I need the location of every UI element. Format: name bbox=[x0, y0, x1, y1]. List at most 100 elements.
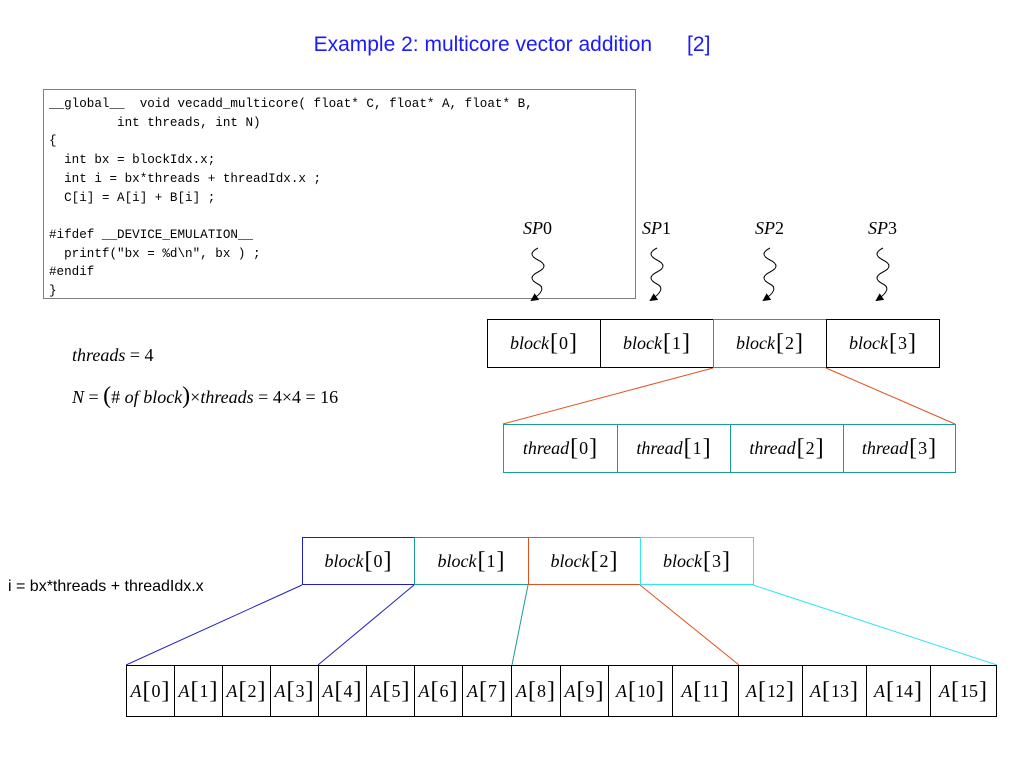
code-line-10: #endif bbox=[49, 265, 95, 280]
thread-box-1: thread[1] bbox=[617, 424, 731, 473]
array-name: A bbox=[874, 680, 885, 701]
equation-var: N bbox=[72, 387, 85, 407]
index-formula: i = bx*threads + threadIdx.x bbox=[8, 578, 204, 595]
sp-name: SP bbox=[642, 218, 662, 238]
array-name: A bbox=[226, 680, 238, 701]
array-cell-4: A[4] bbox=[318, 665, 367, 717]
array-cell-11: A[11] bbox=[672, 665, 739, 717]
thread-name: thread bbox=[861, 438, 909, 458]
block0-to-array-right bbox=[317, 584, 415, 666]
thread-index: 3 bbox=[918, 438, 928, 458]
array-name: A bbox=[370, 680, 382, 701]
block2-to-thread-left bbox=[502, 367, 714, 425]
thread-name: thread bbox=[522, 438, 570, 458]
array-index: 0 bbox=[151, 680, 161, 701]
code-line-8: #ifdef __DEVICE_EMULATION__ bbox=[49, 227, 254, 242]
code-line-9: printf("bx = %d\n", bx ) ; bbox=[49, 246, 261, 261]
code-listing: __global__ void vecadd_multicore( float*… bbox=[43, 89, 636, 299]
block-name: block bbox=[663, 550, 702, 571]
array-index: 2 bbox=[247, 680, 257, 701]
array-cell-13: A[13] bbox=[802, 665, 867, 717]
sp0-arrow-icon bbox=[530, 247, 545, 302]
array-index: 11 bbox=[702, 680, 720, 701]
equation-of: of bbox=[124, 387, 144, 407]
block1-to-array-right bbox=[511, 584, 529, 666]
array-cell-8: A[8] bbox=[511, 665, 561, 717]
block-index: 0 bbox=[373, 550, 383, 571]
code-text: __global__ void vecadd_multicore( float*… bbox=[44, 90, 635, 301]
sp-label-1: SP1 bbox=[642, 218, 671, 239]
array-cell-10: A[10] bbox=[608, 665, 673, 717]
array-cell-2: A[2] bbox=[222, 665, 271, 717]
n-equation: N = (# of block)×threads = 4×4 = 16 bbox=[72, 383, 338, 410]
array-index: 4 bbox=[343, 680, 353, 701]
block-index: 1 bbox=[671, 333, 681, 353]
code-line-5: int i = bx*threads + threadIdx.x ; bbox=[49, 171, 322, 186]
sp-index: 1 bbox=[662, 218, 671, 238]
equation-var: threads bbox=[200, 387, 254, 407]
equation-op: = bbox=[84, 387, 104, 407]
code-line-6: C[i] = A[i] + B[i] ; bbox=[49, 190, 216, 205]
code-line-4: int bx = blockIdx.x; bbox=[49, 153, 216, 168]
bottom-block-2: block[2] bbox=[528, 537, 641, 585]
array-index: 9 bbox=[585, 680, 595, 701]
block-name: block bbox=[849, 333, 888, 353]
equation-value: = 4 bbox=[125, 345, 154, 365]
block-name: block bbox=[510, 333, 549, 353]
top-block-2: block[2] bbox=[713, 319, 827, 368]
thread-name: thread bbox=[749, 438, 796, 458]
sp-label-0: SP0 bbox=[523, 218, 552, 239]
block-index: 3 bbox=[711, 550, 721, 571]
block-name: block bbox=[736, 333, 775, 353]
equation-paren: ( bbox=[103, 383, 112, 409]
array-cell-3: A[3] bbox=[270, 665, 319, 717]
thread-name: thread bbox=[636, 438, 683, 458]
equation-paren: ) bbox=[182, 383, 191, 409]
code-line-1: __global__ void vecadd_multicore( float*… bbox=[49, 97, 533, 111]
array-index: 5 bbox=[391, 680, 401, 701]
array-cell-6: A[6] bbox=[414, 665, 463, 717]
bottom-block-1: block[1] bbox=[414, 537, 529, 585]
sp2-arrow-icon bbox=[762, 247, 777, 302]
block-index: 2 bbox=[784, 333, 794, 353]
sp3-arrow-icon bbox=[875, 247, 890, 302]
sp-label-3: SP3 bbox=[868, 218, 897, 239]
array-index: 15 bbox=[960, 680, 978, 701]
equation-block: block bbox=[143, 387, 183, 407]
page-title: Example 2: multicore vector addition [2] bbox=[313, 33, 711, 56]
array-name: A bbox=[467, 680, 478, 701]
array-name: A bbox=[810, 680, 821, 701]
sp-index: 3 bbox=[888, 218, 897, 238]
array-cell-5: A[5] bbox=[366, 665, 415, 717]
bottom-block-3: block[3] bbox=[640, 537, 754, 585]
array-name: A bbox=[418, 680, 430, 701]
thread-box-0: thread[0] bbox=[503, 424, 618, 473]
block-index: 1 bbox=[486, 550, 496, 571]
top-block-0: block[0] bbox=[487, 319, 601, 368]
array-cell-12: A[12] bbox=[738, 665, 803, 717]
array-index: 7 bbox=[488, 680, 497, 701]
array-name: A bbox=[274, 680, 286, 701]
bottom-block-0: block[0] bbox=[302, 537, 415, 585]
threads-equation: threads = 4 bbox=[72, 345, 154, 366]
array-name: A bbox=[516, 680, 527, 701]
block3-to-array-right bbox=[752, 584, 998, 666]
code-line-11: } bbox=[49, 284, 57, 299]
code-line-2: int threads, int N) bbox=[49, 115, 261, 130]
array-index: 6 bbox=[439, 680, 449, 701]
top-block-1: block[1] bbox=[600, 319, 714, 368]
sp-index: 0 bbox=[543, 218, 552, 238]
thread-index: 1 bbox=[692, 438, 702, 458]
block-index: 2 bbox=[599, 550, 609, 571]
thread-box-2: thread[2] bbox=[730, 424, 844, 473]
block-name: block bbox=[437, 550, 477, 571]
sp-name: SP bbox=[755, 218, 775, 238]
array-name: A bbox=[130, 680, 142, 701]
array-name: A bbox=[939, 680, 950, 701]
array-name: A bbox=[322, 680, 334, 701]
array-index: 12 bbox=[767, 680, 785, 701]
array-index: 13 bbox=[831, 680, 849, 701]
array-cell-9: A[9] bbox=[560, 665, 609, 717]
array-cell-7: A[7] bbox=[462, 665, 512, 717]
equation-var: threads bbox=[72, 345, 126, 365]
